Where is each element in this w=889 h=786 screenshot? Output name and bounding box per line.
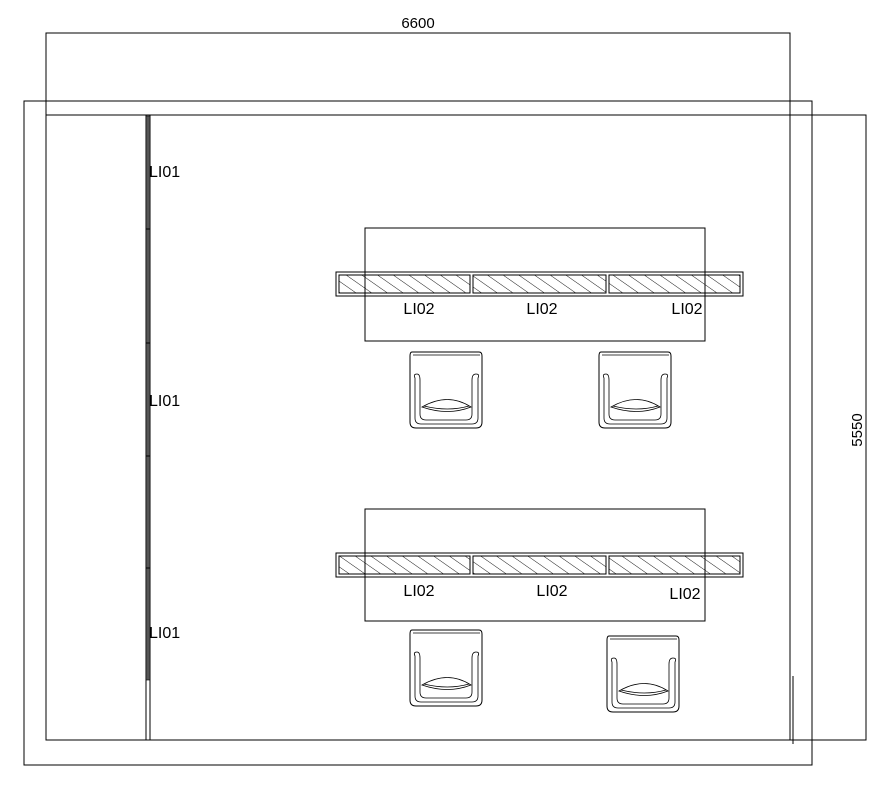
chair — [606, 635, 680, 713]
light-segment — [338, 274, 471, 294]
light-segment — [472, 555, 607, 575]
light-segment — [472, 274, 607, 294]
wall-light-strip — [145, 115, 151, 681]
linear-light-bar — [335, 271, 744, 297]
light-label: LI02 — [671, 301, 702, 318]
light-segment — [608, 274, 741, 294]
frame-right — [45, 114, 867, 741]
desk-row-2: LI02 LI02 LI02 — [335, 508, 744, 622]
chair — [409, 351, 483, 429]
light-label: LI02 — [403, 583, 434, 600]
wall-fixture-label: LI01 — [149, 625, 180, 642]
desk-row-1: LI02 LI02 LI02 — [335, 227, 744, 342]
left-wall: LI01 LI01 LI01 — [145, 115, 180, 740]
wall-fixture-label: LI01 — [149, 393, 180, 410]
wall-fixture-label: LI01 — [149, 164, 180, 181]
light-label: LI02 — [536, 583, 567, 600]
light-label: LI02 — [403, 301, 434, 318]
light-segment — [338, 555, 471, 575]
light-segment — [608, 555, 741, 575]
dimension-right: 5550 — [849, 413, 866, 446]
frame-lower — [23, 100, 813, 766]
chair — [409, 629, 483, 707]
dimension-top: 6600 — [401, 15, 434, 32]
light-label: LI02 — [526, 301, 557, 318]
chair — [598, 351, 672, 429]
light-label: LI02 — [669, 586, 700, 603]
linear-light-bar — [335, 552, 744, 578]
